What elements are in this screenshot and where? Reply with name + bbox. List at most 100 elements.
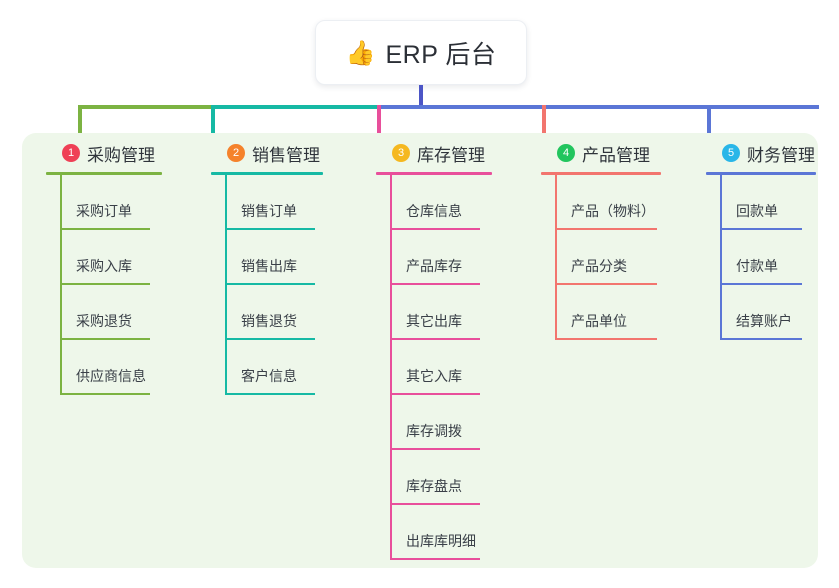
leaf-node[interactable]: 产品单位	[541, 285, 691, 340]
connector-drop-2	[211, 105, 215, 148]
leaf-label: 回款单	[736, 203, 778, 219]
leaf-underline	[225, 228, 315, 230]
leaf-underline	[720, 338, 802, 340]
branch-column-1: 1 采购管理采购订单采购入库采购退货供应商信息	[46, 140, 196, 395]
branch-title-1: 采购管理	[87, 145, 155, 165]
branch-header-3[interactable]: 3 库存管理	[376, 140, 526, 166]
leaf-underline	[390, 228, 480, 230]
leaf-node[interactable]: 库存盘点	[376, 450, 526, 505]
leaf-underline	[390, 393, 480, 395]
root-stem-connector	[419, 85, 423, 108]
connector-drop-3	[377, 105, 381, 148]
branch-items-3: 仓库信息产品库存其它出库其它入库库存调拨库存盘点出库库明细	[376, 175, 526, 560]
leaf-underline	[60, 338, 150, 340]
leaf-label: 采购入库	[76, 258, 132, 274]
branch-header-4[interactable]: 4 产品管理	[541, 140, 691, 166]
branch-title-5: 财务管理	[747, 145, 815, 165]
leaf-node[interactable]: 出库库明细	[376, 505, 526, 560]
leaf-label: 产品单位	[571, 313, 627, 329]
leaf-label: 销售订单	[241, 203, 297, 219]
branch-items-2: 销售订单销售出库销售退货客户信息	[211, 175, 361, 395]
leaf-label: 产品分类	[571, 258, 627, 274]
leaf-node[interactable]: 产品（物料）	[541, 175, 691, 230]
leaf-label: 销售出库	[241, 258, 297, 274]
branch-title-3: 库存管理	[417, 145, 485, 165]
connector-hbar-3	[378, 105, 819, 109]
leaf-label: 产品库存	[406, 258, 462, 274]
branch-underline-5	[706, 172, 816, 175]
branch-badge-5: 5	[722, 144, 740, 162]
leaf-underline	[60, 393, 150, 395]
leaf-underline	[390, 558, 480, 560]
leaf-node[interactable]: 采购退货	[46, 285, 196, 340]
branch-badge-1: 1	[62, 144, 80, 162]
branch-title-2: 销售管理	[252, 145, 320, 165]
branch-underline-4	[541, 172, 661, 175]
branch-header-2[interactable]: 2 销售管理	[211, 140, 361, 166]
leaf-node[interactable]: 销售订单	[211, 175, 361, 230]
branch-header-5[interactable]: 5 财务管理	[706, 140, 836, 166]
connector-drop-1	[78, 105, 82, 148]
branch-badge-4: 4	[557, 144, 575, 162]
leaf-underline	[390, 448, 480, 450]
branch-badge-3: 3	[392, 144, 410, 162]
leaf-label: 采购退货	[76, 313, 132, 329]
connector-drop-4	[542, 105, 546, 148]
branches-panel	[22, 133, 818, 568]
branch-header-1[interactable]: 1 采购管理	[46, 140, 196, 166]
leaf-label: 其它出库	[406, 313, 462, 329]
leaf-node[interactable]: 客户信息	[211, 340, 361, 395]
leaf-underline	[390, 338, 480, 340]
leaf-underline	[225, 283, 315, 285]
leaf-node[interactable]: 销售退货	[211, 285, 361, 340]
leaf-node[interactable]: 结算账户	[706, 285, 836, 340]
branch-underline-1	[46, 172, 162, 175]
leaf-node[interactable]: 采购订单	[46, 175, 196, 230]
branch-column-3: 3 库存管理仓库信息产品库存其它出库其它入库库存调拨库存盘点出库库明细	[376, 140, 526, 560]
root-node-title: ERP 后台	[385, 40, 497, 69]
branch-column-4: 4 产品管理产品（物料） 产品分类产品单位	[541, 140, 691, 340]
leaf-label: 销售退货	[241, 313, 297, 329]
leaf-underline	[555, 228, 657, 230]
leaf-node[interactable]: 产品库存	[376, 230, 526, 285]
leaf-label: 采购订单	[76, 203, 132, 219]
leaf-node[interactable]: 其它出库	[376, 285, 526, 340]
leaf-underline	[390, 503, 480, 505]
branch-badge-2: 2	[227, 144, 245, 162]
leaf-node[interactable]: 回款单	[706, 175, 836, 230]
leaf-node[interactable]: 付款单	[706, 230, 836, 285]
branch-title-4: 产品管理	[582, 145, 650, 165]
leaf-label: 客户信息	[241, 368, 297, 384]
leaf-underline	[720, 283, 802, 285]
leaf-underline	[555, 283, 657, 285]
leaf-node[interactable]: 销售出库	[211, 230, 361, 285]
leaf-node[interactable]: 仓库信息	[376, 175, 526, 230]
branch-spine-4	[555, 175, 557, 340]
leaf-node[interactable]: 产品分类	[541, 230, 691, 285]
branch-items-1: 采购订单采购入库采购退货供应商信息	[46, 175, 196, 395]
leaf-label: 库存调拨	[406, 423, 462, 439]
leaf-label: 出库库明细	[406, 533, 476, 549]
branch-items-4: 产品（物料） 产品分类产品单位	[541, 175, 691, 340]
branch-items-5: 回款单付款单结算账户	[706, 175, 836, 340]
leaf-label: 其它入库	[406, 368, 462, 384]
leaf-label: 仓库信息	[406, 203, 462, 219]
leaf-underline	[60, 283, 150, 285]
branch-spine-5	[720, 175, 722, 340]
root-node[interactable]: 👍 ERP 后台	[315, 20, 527, 85]
leaf-label: 供应商信息	[76, 368, 146, 384]
leaf-underline	[60, 228, 150, 230]
branch-underline-3	[376, 172, 492, 175]
leaf-label: 库存盘点	[406, 478, 462, 494]
leaf-node[interactable]: 其它入库	[376, 340, 526, 395]
branch-column-5: 5 财务管理回款单付款单结算账户	[706, 140, 836, 340]
leaf-label: 产品（物料）	[571, 203, 655, 219]
leaf-underline	[225, 338, 315, 340]
branch-spine-3	[390, 175, 392, 560]
leaf-underline	[720, 228, 802, 230]
branch-spine-2	[225, 175, 227, 395]
leaf-node[interactable]: 库存调拨	[376, 395, 526, 450]
leaf-node[interactable]: 采购入库	[46, 230, 196, 285]
leaf-node[interactable]: 供应商信息	[46, 340, 196, 395]
